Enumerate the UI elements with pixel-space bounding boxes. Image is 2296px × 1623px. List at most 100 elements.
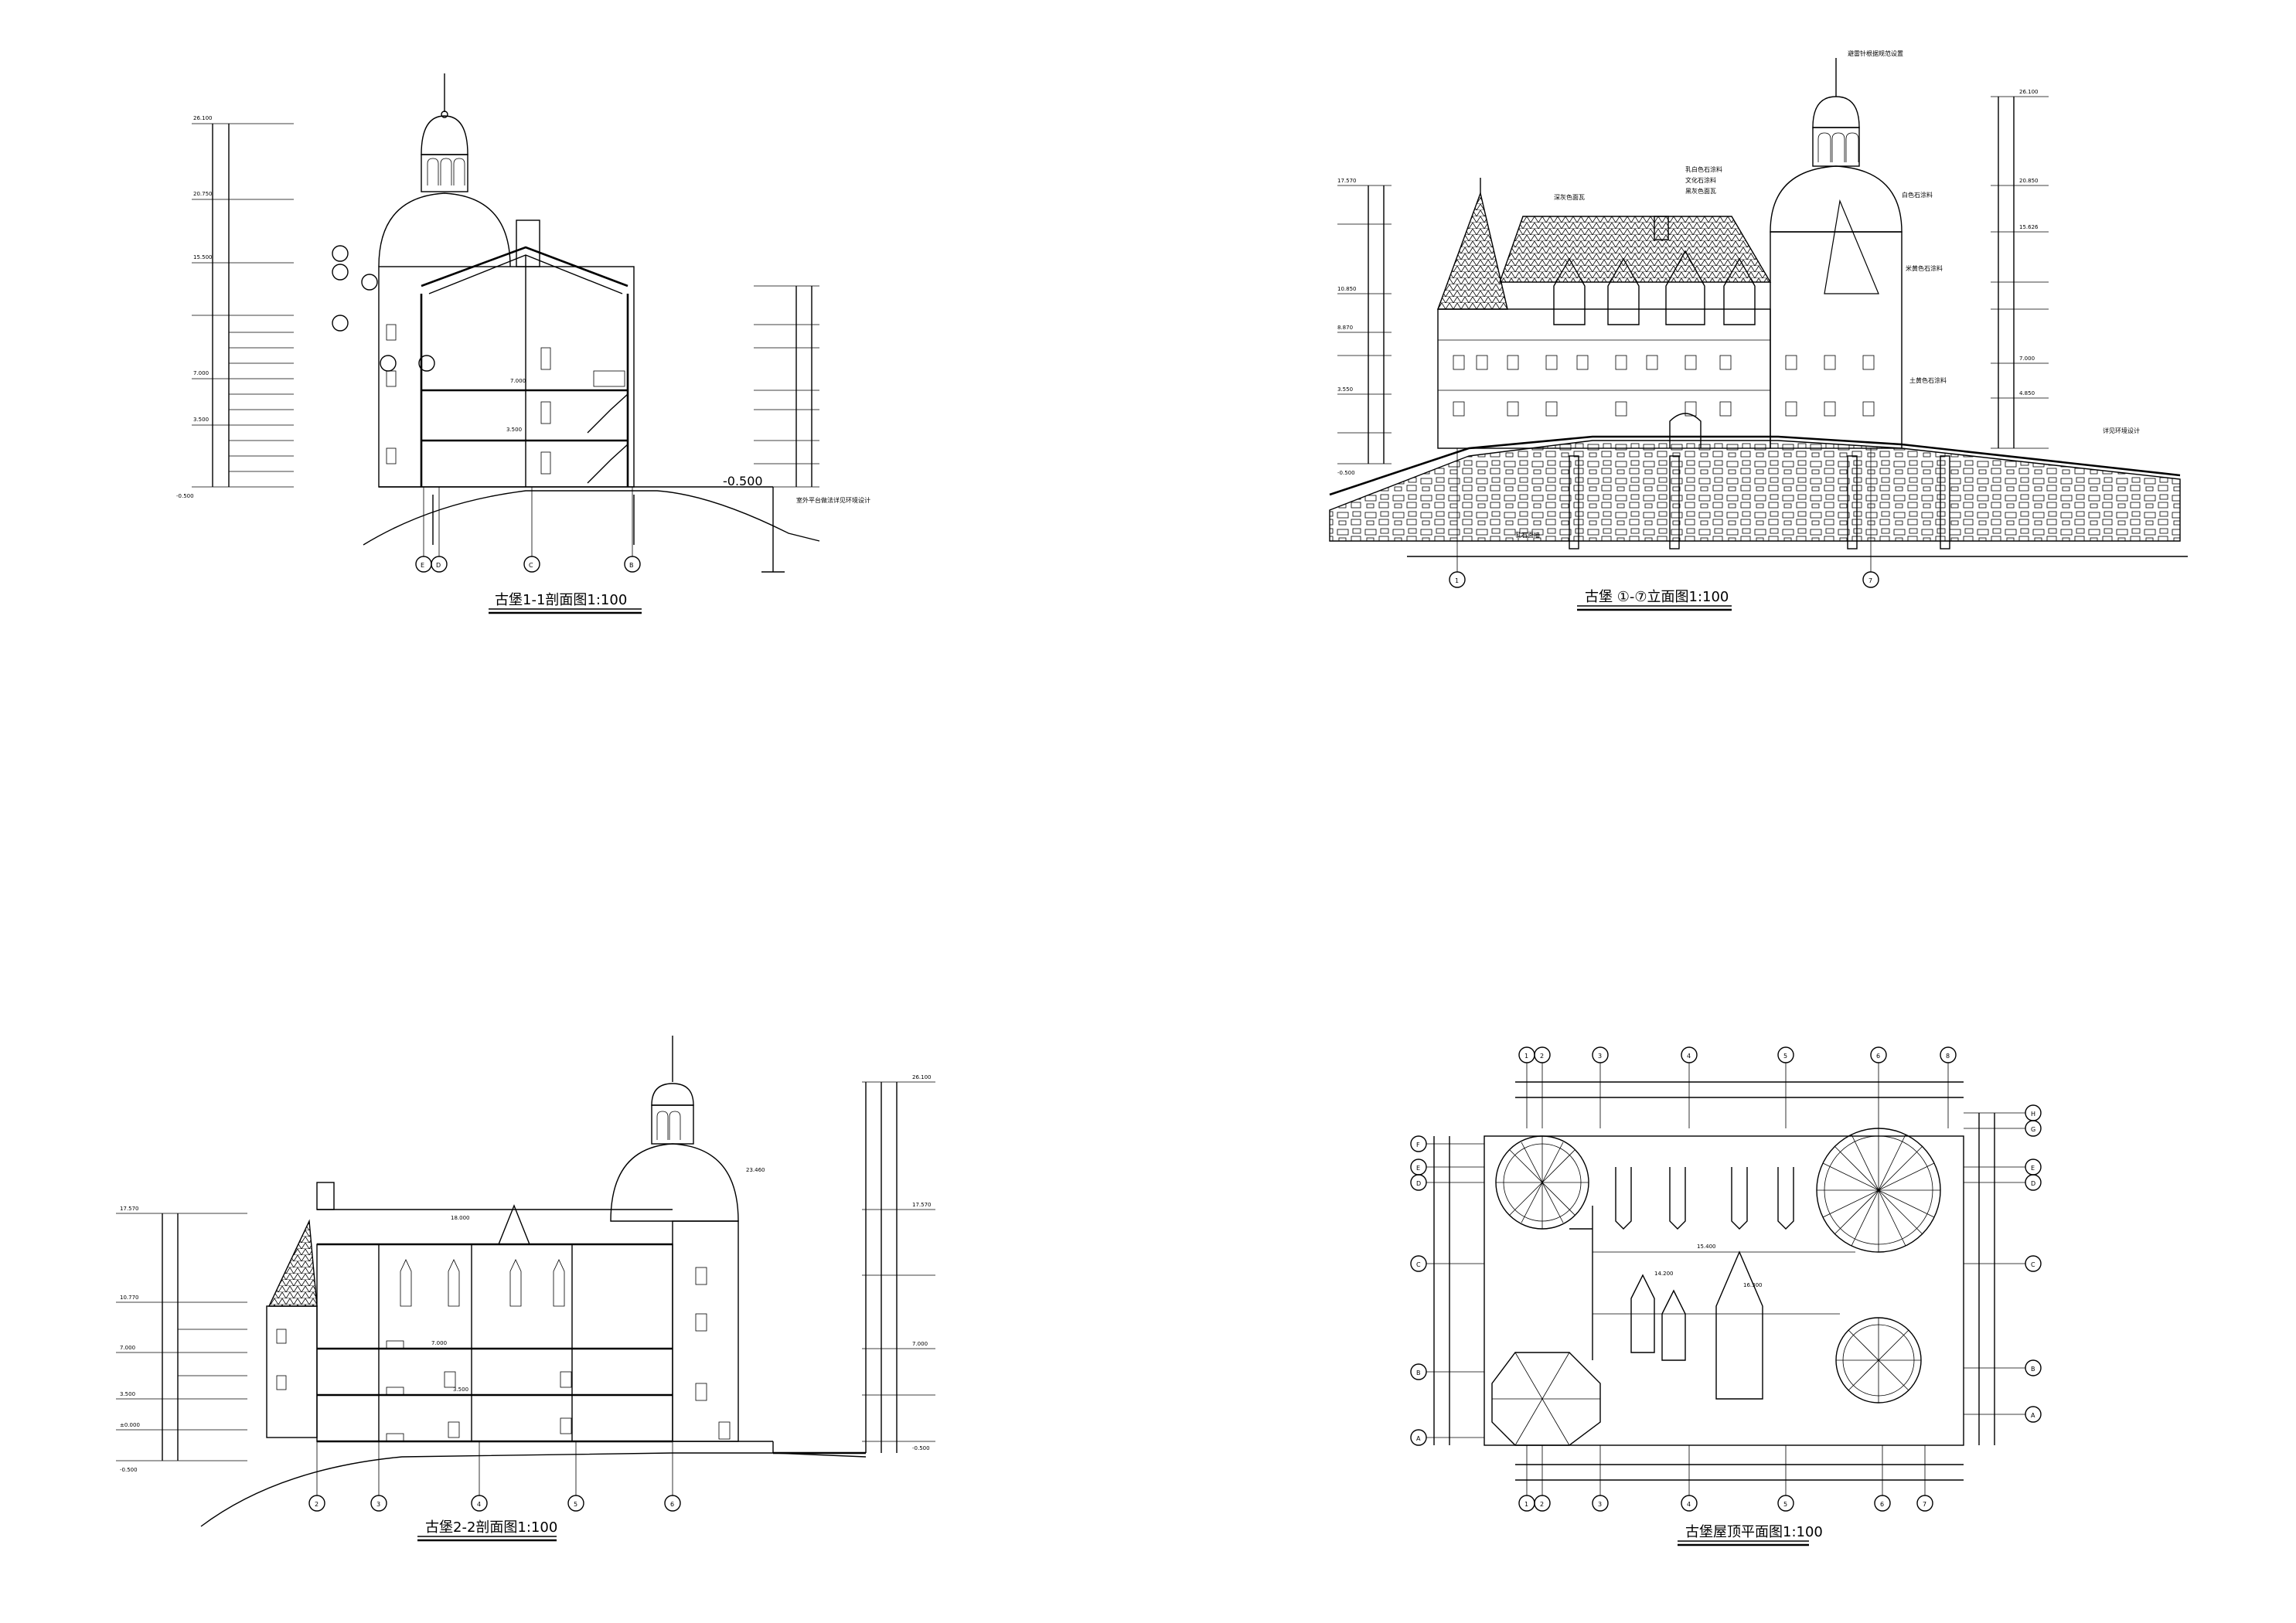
note-label: 黑灰色面瓦 xyxy=(1685,187,1716,195)
axis-markers xyxy=(308,1441,681,1512)
elev-label: 20.750 xyxy=(193,191,213,197)
bottom-dimensions xyxy=(1515,1445,1964,1495)
axis-label: 5 xyxy=(1783,1053,1787,1060)
axis-label: 2 xyxy=(1540,1501,1544,1508)
drawing-title: 古堡1-1剖面图1:100 xyxy=(495,592,627,608)
elev-label: 26.100 xyxy=(193,115,213,121)
elev-label: 8.870 xyxy=(1337,325,1353,331)
axis-label: 3 xyxy=(376,1501,380,1508)
axis-label: E xyxy=(1416,1165,1420,1172)
section-1-1-drawing: 26.100 20.750 15.500 7.000 3.500 -0.500 xyxy=(176,73,870,614)
axis-label: 3 xyxy=(1598,1053,1602,1060)
axis-label: C xyxy=(529,562,533,569)
note-label: 土黄色石涂料 xyxy=(1909,376,1947,384)
right-dimensions xyxy=(1964,1112,2025,1445)
terrace-note: 室外平台做法详见环境设计 xyxy=(796,496,870,504)
axis-label: 1 xyxy=(1524,1501,1528,1508)
right-elevation-scale xyxy=(862,1081,935,1453)
axis-label: 6 xyxy=(1880,1501,1884,1508)
note-label: 深灰色面瓦 xyxy=(1554,193,1585,201)
elev-label: 7.000 xyxy=(193,370,209,376)
plan-outline xyxy=(1484,1135,1964,1446)
axis-label: 6 xyxy=(670,1501,674,1508)
elev-label: 10.770 xyxy=(120,1295,139,1301)
left-tower xyxy=(266,1182,335,1438)
axis-label: D xyxy=(1416,1180,1421,1187)
elev-label: 7.000 xyxy=(120,1345,135,1351)
ground-profile xyxy=(363,486,820,573)
tiled-roof xyxy=(1436,178,1879,310)
dome-tower xyxy=(378,73,511,267)
axis-label: 5 xyxy=(574,1501,577,1508)
axis-label: 8 xyxy=(1946,1053,1950,1060)
section-2-2-drawing: 17.570 10.770 7.000 3.500 ±0.000 -0.500 xyxy=(116,1036,935,1542)
plan-label: 15.400 xyxy=(1697,1244,1716,1250)
note-label: 文化石涂料 xyxy=(1685,176,1716,184)
left-elevation-scale xyxy=(192,123,294,488)
note-label: 乳石面墙 xyxy=(1515,531,1540,539)
axis-label: A xyxy=(1416,1435,1421,1442)
axis-markers-left xyxy=(1410,1135,1427,1446)
elev-label: 17.570 xyxy=(912,1202,932,1208)
axis-label: A xyxy=(2031,1412,2035,1419)
drawing-title: 古堡2-2剖面图1:100 xyxy=(425,1519,557,1536)
axis-label: 4 xyxy=(1687,1053,1691,1060)
axis-label: E xyxy=(421,562,424,569)
detail-callouts xyxy=(332,245,435,372)
roof-ridges xyxy=(1569,1167,1855,1400)
elev-label: 17.570 xyxy=(1337,178,1357,184)
axis-label: 6 xyxy=(1876,1053,1880,1060)
note-label: 乳白色石涂料 xyxy=(1685,165,1722,173)
drawing-title: 古堡屋顶平面图1:100 xyxy=(1685,1524,1823,1540)
floor-height: 3.500 xyxy=(506,427,522,433)
axis-label: E xyxy=(2031,1165,2035,1172)
ground-profile xyxy=(200,1441,867,1527)
round-tower-left-top xyxy=(1495,1135,1589,1230)
building-section xyxy=(316,1204,673,1443)
dormers xyxy=(1553,216,1756,325)
axis-label: B xyxy=(629,562,634,569)
elev-label: 17.570 xyxy=(120,1206,139,1212)
round-tower-right-top xyxy=(1816,1128,1941,1253)
section-label: 3.500 xyxy=(453,1387,468,1393)
section-label: 23.460 xyxy=(746,1167,765,1173)
axis-label: G xyxy=(2031,1126,2035,1133)
elev-label: 7.000 xyxy=(2019,356,2035,362)
axis-label: D xyxy=(436,562,441,569)
floor-height: 7.000 xyxy=(510,378,526,384)
axis-label: H xyxy=(2031,1111,2035,1118)
right-elevation-scale xyxy=(1991,96,2049,449)
elev-label: 3.500 xyxy=(193,417,209,423)
note-label: 详见环境设计 xyxy=(2103,427,2140,434)
elevation-1-7-drawing: 17.570 10.850 8.870 3.550 -0.500 xyxy=(1329,49,2188,611)
elev-label: -0.500 xyxy=(120,1467,138,1473)
elev-label: 4.850 xyxy=(2019,390,2035,396)
note-label: 米黄色石涂料 xyxy=(1906,264,1943,272)
octagon-tower xyxy=(1491,1352,1601,1446)
axis-label: 7 xyxy=(1923,1501,1926,1508)
dome-tower xyxy=(610,1036,739,1442)
axis-label: 7 xyxy=(1868,577,1872,584)
roof-section xyxy=(421,246,629,487)
facade xyxy=(1437,308,1771,449)
left-elevation-scale xyxy=(1337,185,1392,464)
axis-label: 1 xyxy=(1524,1053,1528,1060)
window-grid xyxy=(1453,355,1875,448)
plan-label: 16.300 xyxy=(1743,1282,1763,1288)
elev-label: 26.100 xyxy=(2019,89,2039,95)
note-label: 白色石涂料 xyxy=(1902,191,1933,199)
elev-label: ±0.000 xyxy=(120,1422,140,1428)
axis-label: 5 xyxy=(1783,1501,1787,1508)
elev-label: 20.850 xyxy=(2019,178,2039,184)
left-dimensions xyxy=(1426,1136,1484,1445)
axis-markers-right xyxy=(2025,1104,2042,1423)
note-label: 避雷针根据规范设置 xyxy=(1848,49,1903,57)
axis-label: 4 xyxy=(1687,1501,1691,1508)
left-elevation-scale xyxy=(116,1213,247,1461)
right-elevation-scale xyxy=(754,285,819,488)
drawing-title: 古堡 ①-⑦立面图1:100 xyxy=(1585,589,1729,605)
elev-label: 7.000 xyxy=(912,1341,928,1347)
top-dimensions xyxy=(1515,1063,1964,1128)
elev-label: 15.626 xyxy=(2019,224,2039,230)
axis-label: 2 xyxy=(1540,1053,1544,1060)
